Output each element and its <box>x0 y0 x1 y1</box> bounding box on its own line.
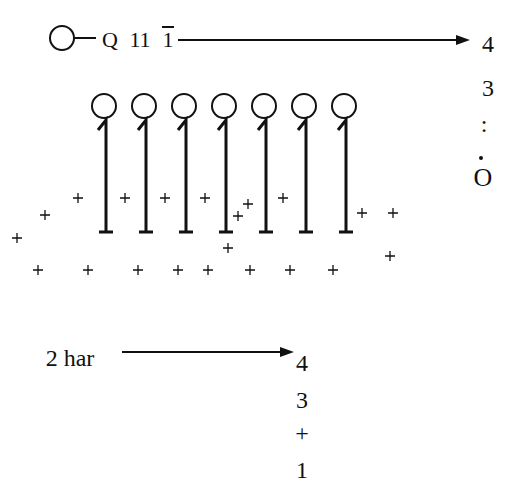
molecule-head <box>132 94 156 118</box>
molecule-head <box>92 94 116 118</box>
product-symbol: + <box>295 421 309 445</box>
product-number: 3 <box>482 76 494 100</box>
molecule-tail <box>338 120 353 232</box>
lollipop-molecules <box>92 94 356 118</box>
molecule-tail <box>258 120 273 232</box>
arrow-head <box>456 35 470 45</box>
reaction-arrow <box>178 39 458 41</box>
molecule-head <box>212 94 236 118</box>
product-number: 1 <box>296 458 308 482</box>
product-symbol: O <box>474 165 493 191</box>
molecule-head <box>172 94 196 118</box>
reaction-arrow <box>122 351 282 353</box>
product-symbol: : <box>481 112 488 136</box>
dot-mark <box>479 156 483 160</box>
reactant-label: 2 har <box>46 346 95 370</box>
molecule-tails <box>98 120 353 232</box>
charge-signs <box>12 193 398 275</box>
head-circle <box>50 26 74 50</box>
formula-symbol: 1 <box>163 29 174 51</box>
molecule-tail <box>98 120 113 232</box>
formula-symbol: 11 <box>129 29 150 51</box>
molecule-head <box>292 94 316 118</box>
molecule-head <box>332 94 356 118</box>
overbar <box>162 26 174 28</box>
product-number: 4 <box>482 32 494 56</box>
molecule-head <box>252 94 276 118</box>
product-number: 4 <box>296 351 308 375</box>
bond-line <box>74 37 96 39</box>
formula-symbols <box>50 26 458 352</box>
molecule-tail <box>178 120 193 232</box>
arrow-head <box>280 347 294 357</box>
formula-letter: Q <box>102 29 118 51</box>
product-number: 3 <box>296 388 308 412</box>
molecule-tail <box>298 120 313 232</box>
molecule-tail <box>138 120 153 232</box>
molecule-tail <box>218 120 233 232</box>
